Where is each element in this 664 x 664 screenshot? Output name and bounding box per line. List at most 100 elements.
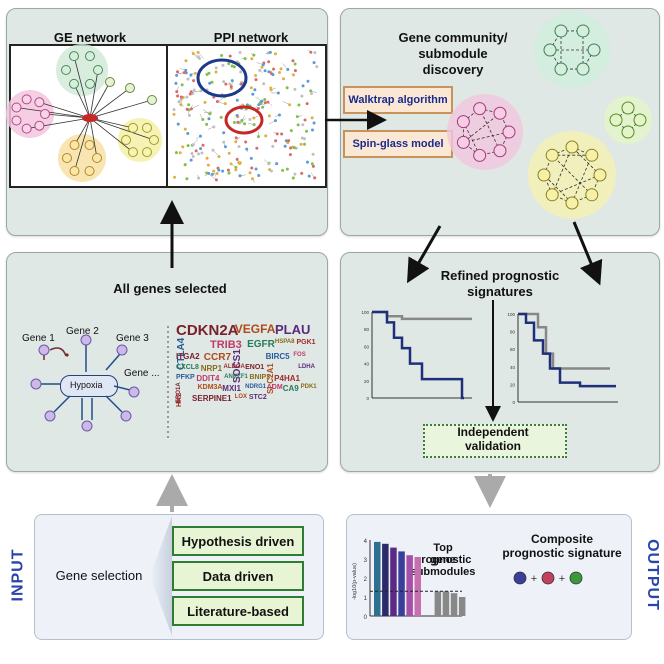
ppi-node: [236, 120, 240, 124]
ppi-node: [206, 163, 210, 167]
ppi-node: [239, 70, 243, 74]
gene-word: SERPINE1: [192, 394, 232, 403]
ppi-node: [295, 115, 299, 119]
ppi-node: [219, 115, 223, 119]
km-tick-label: 20: [510, 382, 516, 387]
km-tick-label: 20: [364, 379, 370, 384]
ge-network-title: GE network: [53, 30, 127, 45]
ppi-node: [187, 103, 191, 107]
top-submodules-line2: gene: [430, 554, 456, 566]
ppi-node: [293, 69, 297, 73]
km-tick-label: 60: [510, 347, 516, 352]
ppi-node: [176, 70, 180, 74]
gene-word: CA9: [282, 384, 299, 393]
ge-edge: [89, 81, 111, 119]
km-tick-label: 100: [361, 310, 369, 315]
literature-based-option: Literature-based: [172, 596, 304, 626]
ppi-node: [205, 122, 209, 126]
ge-node: [121, 135, 131, 145]
signatures-title-line1: Refined prognostic: [440, 268, 560, 283]
gene-word: PLAU: [275, 322, 311, 337]
ppi-node: [243, 122, 247, 126]
ppi-network-graph: [172, 49, 319, 183]
gene-word: LOX: [234, 394, 248, 400]
ppi-node: [227, 62, 231, 66]
ppi-node: [313, 51, 317, 55]
ppi-node: [309, 89, 313, 93]
gene-word: NDRG1: [245, 384, 267, 390]
community-node: [545, 148, 559, 162]
ppi-node: [208, 81, 212, 85]
gene-word: HSPA8: [274, 339, 295, 345]
arrow-community-to-km1: [407, 225, 442, 284]
ppi-node: [234, 168, 238, 172]
ge-edge: [74, 117, 91, 172]
bar: [434, 591, 442, 616]
ppi-node: [217, 155, 221, 159]
gene1-label: Gene 1: [22, 333, 55, 344]
ppi-node: [186, 132, 190, 136]
plus-sign: +: [531, 573, 537, 585]
ppi-node: [263, 101, 267, 105]
community-node: [633, 113, 647, 127]
ppi-node: [277, 113, 281, 117]
ppi-node: [207, 71, 211, 75]
community-node: [473, 102, 487, 116]
ppi-node: [281, 168, 285, 172]
ppi-node: [191, 155, 195, 159]
composite-line1: Composite: [530, 532, 593, 546]
ppi-node: [271, 73, 275, 77]
gene-word: MXI1: [222, 384, 241, 393]
ppi-node: [189, 73, 193, 77]
ppi-node: [269, 88, 273, 92]
all-genes-title: All genes selected: [113, 281, 227, 296]
ge-node: [149, 135, 159, 145]
gene3-label: Gene 3: [116, 333, 149, 344]
ppi-node: [285, 167, 289, 171]
ppi-node: [311, 164, 315, 168]
ge-node: [85, 51, 95, 62]
gene2-label: Gene 2: [66, 326, 99, 337]
gene-more-label: Gene ...: [124, 368, 160, 379]
ppi-node: [273, 52, 277, 56]
ppi-node: [237, 145, 241, 149]
ppi-node: [189, 158, 193, 162]
ppi-node: [256, 106, 260, 110]
ppi-node: [174, 151, 178, 155]
ppi-node: [272, 67, 276, 71]
ppi-node: [260, 99, 264, 103]
ge-node: [69, 51, 79, 62]
community-edge: [463, 131, 510, 143]
ppi-node: [185, 107, 189, 111]
ppi-node: [235, 98, 239, 102]
ppi-node: [251, 92, 255, 96]
ppi-node: [207, 117, 211, 121]
ppi-node: [274, 139, 278, 143]
ge-node: [84, 165, 95, 176]
ppi-node: [271, 144, 275, 148]
ppi-node: [305, 129, 309, 133]
ge-node: [128, 147, 138, 158]
ppi-node: [220, 54, 224, 58]
signature-dot: [569, 571, 583, 585]
ppi-node: [293, 87, 297, 91]
ppi-node: [214, 66, 218, 70]
gene-word: BNIP3: [249, 374, 271, 381]
arrow-community-to-km2: [572, 221, 603, 286]
km-tick-label: 40: [364, 362, 370, 367]
ge-node: [61, 65, 71, 75]
ppi-node: [222, 80, 226, 84]
ge-node: [21, 94, 32, 105]
ppi-network-title: PPI network: [213, 30, 289, 45]
ge-edge: [89, 99, 153, 119]
ge-node: [21, 123, 32, 134]
composite-signature-dots: ++: [513, 571, 583, 585]
ppi-node: [227, 151, 231, 155]
ge-node: [92, 153, 102, 163]
ppi-node: [223, 145, 227, 149]
ppi-node: [221, 169, 225, 173]
ge-node: [93, 65, 103, 75]
ppi-node: [267, 60, 271, 64]
ppi-node: [254, 167, 258, 171]
ppi-node: [172, 112, 176, 116]
